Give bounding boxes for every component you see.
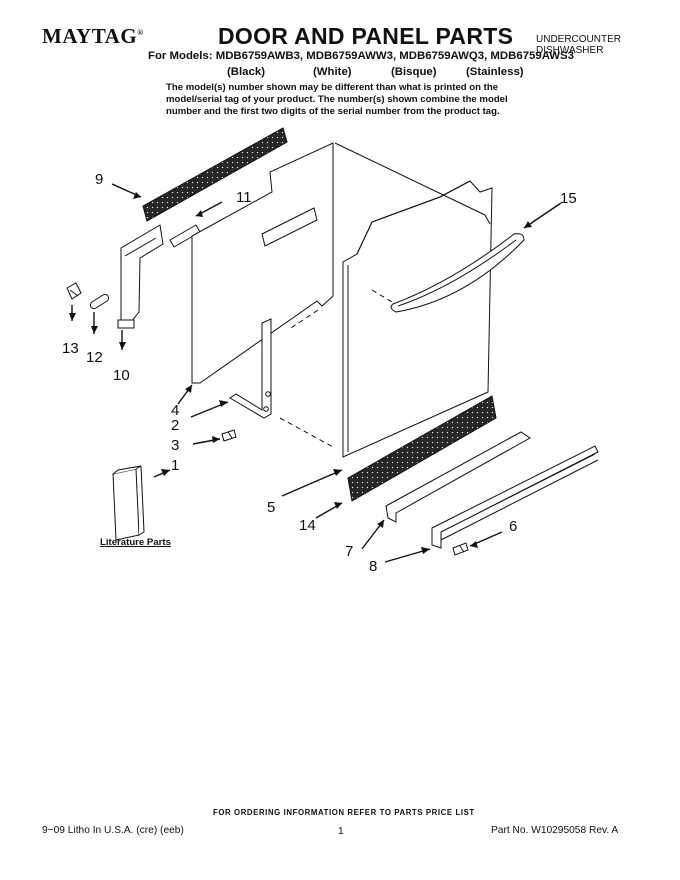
- variant-white: (White): [313, 66, 352, 78]
- callout-5: 5: [267, 499, 275, 516]
- product-type: UNDERCOUNTER DISHWASHER: [536, 34, 621, 56]
- page-title: DOOR AND PANEL PARTS: [218, 23, 514, 49]
- part-1-literature-booklet: [112, 468, 140, 541]
- brand-logo: MAYTAG®: [42, 24, 144, 49]
- part-7-8-toe-plate: [431, 445, 599, 549]
- variant-bisque: (Bisque): [391, 66, 437, 78]
- product-type-line-2: DISHWASHER: [536, 45, 604, 56]
- callout-2: 2: [171, 417, 179, 434]
- callout-6: 6: [509, 518, 517, 535]
- callout-13: 13: [62, 340, 79, 357]
- part-10-side-bracket: [120, 224, 164, 323]
- callout-1: 1: [171, 457, 179, 474]
- ordering-info: FOR ORDERING INFORMATION REFER TO PARTS …: [213, 808, 475, 817]
- part-12-cylinder: [89, 293, 110, 310]
- part-15-handle: [390, 233, 525, 313]
- callout-15: 15: [560, 190, 577, 207]
- part-3-screw: [221, 429, 237, 442]
- part-14-rail: [385, 431, 531, 523]
- callout-11: 11: [236, 189, 252, 206]
- product-type-line-1: UNDERCOUNTER: [536, 34, 621, 45]
- callout-4: 4: [171, 402, 179, 419]
- part-9-insulation-strip: [142, 127, 288, 222]
- callout-10: 10: [113, 367, 130, 384]
- part-5-toe-decor-strip: [347, 395, 497, 502]
- part-2-hinge-arm: [229, 318, 272, 419]
- part-6-screw: [452, 542, 469, 556]
- part-4-inner-door-panel: [191, 142, 334, 384]
- part-number: Part No. W10295058 Rev. A: [491, 825, 619, 836]
- variant-stainless: (Stainless): [466, 66, 524, 78]
- variant-black: (Black): [227, 66, 265, 78]
- callout-14: 14: [299, 517, 316, 534]
- model-number-note: The model(s) number shown may be differe…: [166, 82, 508, 117]
- callout-9: 9: [95, 171, 103, 188]
- print-info: 9−09 Litho In U.S.A. (cre) (eeb): [42, 825, 184, 836]
- literature-parts-label: Literature Parts: [100, 537, 171, 548]
- models-line: For Models: MDB6759AWB3, MDB6759AWW3, MD…: [148, 50, 574, 62]
- page-number: 1: [338, 826, 344, 837]
- part-13-latch: [66, 282, 82, 300]
- callout-7: 7: [345, 543, 353, 560]
- callout-3: 3: [171, 437, 179, 454]
- brand-logo-text: MAYTAG: [42, 24, 138, 48]
- callout-8: 8: [369, 558, 377, 575]
- registered-mark: ®: [137, 28, 144, 37]
- callout-12: 12: [86, 349, 103, 366]
